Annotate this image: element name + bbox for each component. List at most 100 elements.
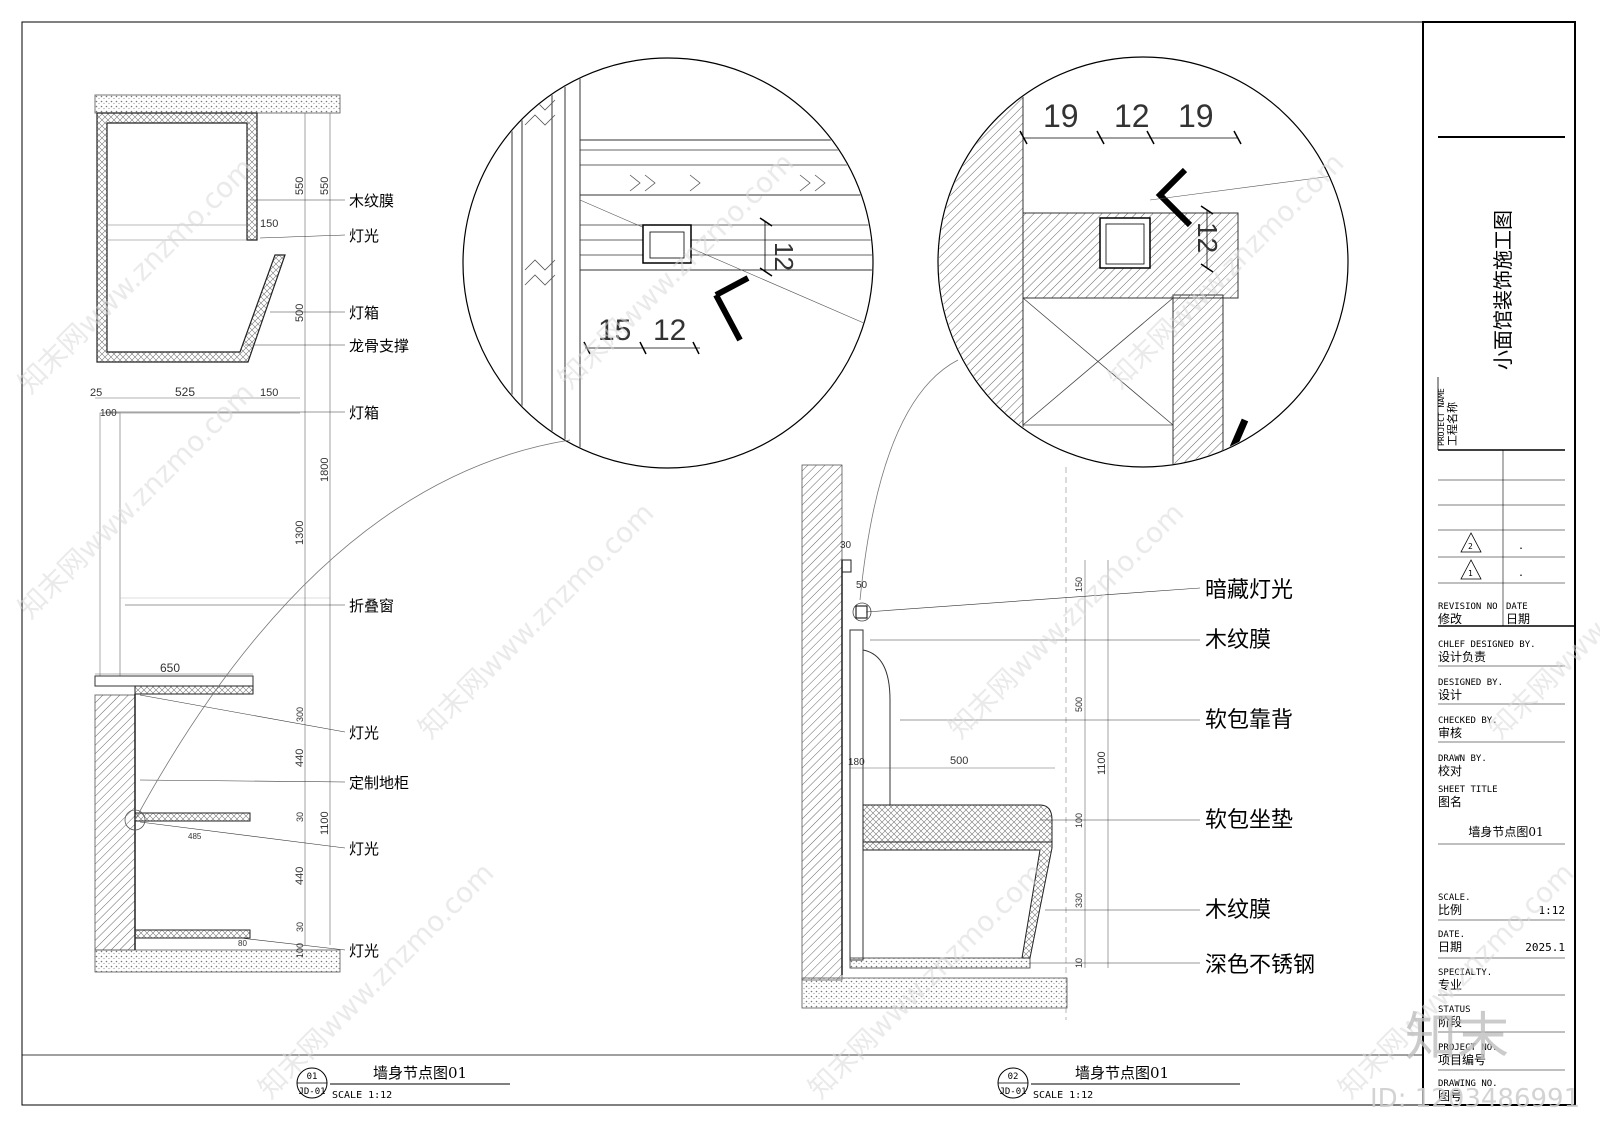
- svg-text:.: .: [1518, 541, 1524, 552]
- svg-text:100: 100: [100, 408, 117, 419]
- label-soft-cushion: 软包坐垫: [1205, 808, 1293, 833]
- svg-text:1100: 1100: [1096, 751, 1108, 775]
- drawing-no-cn: 图号: [1438, 1089, 1462, 1103]
- specialty-cn: 专业: [1438, 977, 1462, 992]
- label-custom-cabinet: 定制地柜: [349, 774, 409, 792]
- drawing-01-title: 01 JD-01 墙身节点图01 SCALE 1:12: [296, 1064, 510, 1101]
- scale-value: 1:12: [1539, 904, 1566, 917]
- svg-text:440: 440: [294, 867, 306, 885]
- drawing-02-section: [801, 464, 1201, 1020]
- scale-cn: 比例: [1438, 903, 1462, 917]
- svg-text:180: 180: [848, 757, 865, 768]
- svg-text:100: 100: [295, 943, 305, 958]
- svg-text:1: 1: [1468, 569, 1473, 578]
- chief-en: CHLEF DESIGNED BY.: [1438, 640, 1536, 650]
- drawing-title: 墙身节点图01: [373, 1064, 467, 1082]
- scale-en: SCALE.: [1438, 893, 1471, 903]
- svg-text:知末网www.znzmo.com: 知末网www.znzmo.com: [12, 376, 261, 625]
- drawing-code: JD-01: [298, 1087, 325, 1097]
- svg-text:150: 150: [260, 387, 278, 399]
- label-light-4: 灯光: [349, 942, 379, 960]
- svg-text:1800: 1800: [319, 458, 331, 482]
- drawing-scale: SCALE 1:12: [332, 1090, 392, 1101]
- svg-text:500: 500: [950, 755, 968, 767]
- svg-text:.: .: [1518, 568, 1524, 579]
- revision-triangle-icon: 2: [1460, 532, 1482, 553]
- label-keel-support: 龙骨支撑: [349, 337, 409, 355]
- svg-text:500: 500: [294, 304, 306, 322]
- date2-cn: 日期: [1438, 940, 1462, 954]
- label-hidden-light: 暗藏灯光: [1205, 578, 1293, 603]
- svg-text:440: 440: [294, 749, 306, 767]
- drawing-title: 墙身节点图01: [1075, 1064, 1169, 1082]
- drawing-01-dimensions: 550 550 500 1800 1300 300 440 30 1100 44…: [90, 177, 331, 958]
- label-lightbox: 灯箱: [349, 304, 379, 322]
- svg-text:485: 485: [188, 832, 202, 841]
- label-soft-backrest: 软包靠背: [1205, 708, 1293, 733]
- status-en: STATUS: [1438, 1005, 1471, 1015]
- designed-en: DESIGNED BY.: [1438, 678, 1503, 688]
- sheet-title-en: SHEET TITLE: [1438, 785, 1498, 795]
- svg-text:1300: 1300: [294, 521, 306, 545]
- checked-cn: 审核: [1438, 725, 1462, 740]
- watermark-id: ID: 1203486991: [1370, 1084, 1580, 1114]
- detail-circle-left: 15 12 12: [134, 57, 874, 821]
- svg-text:15: 15: [598, 314, 631, 347]
- svg-text:80: 80: [238, 939, 247, 948]
- svg-text:650: 650: [160, 661, 180, 675]
- svg-text:525: 525: [175, 385, 195, 399]
- drawn-en: DRAWN BY.: [1438, 754, 1487, 764]
- project-name-cn: 工程名称: [1445, 402, 1459, 446]
- designed-cn: 设计: [1438, 688, 1462, 702]
- svg-text:19: 19: [1178, 98, 1214, 134]
- drawing-02-dimensions: 30 50 150 500 1100 180 500 100 330 10: [840, 540, 1108, 968]
- drawing-01-labels: 木纹膜 灯光 灯箱 龙骨支撑 灯箱 折叠窗 灯光 定制地柜 灯光 灯光: [349, 192, 409, 960]
- svg-text:知末网www.znzmo.com: 知末网www.znzmo.com: [12, 151, 261, 400]
- svg-text:25: 25: [90, 387, 102, 399]
- project-name-en: PROJECT NAME: [1437, 388, 1446, 446]
- label-light-3: 灯光: [349, 840, 379, 858]
- checked-en: CHECKED BY.: [1438, 716, 1498, 726]
- svg-text:30: 30: [295, 922, 305, 932]
- svg-text:100: 100: [1074, 813, 1084, 828]
- drawing-scale: SCALE 1:12: [1033, 1090, 1093, 1101]
- svg-text:50: 50: [856, 580, 868, 591]
- project-title: 小面馆装饰施工图: [1491, 210, 1515, 370]
- revision-cn: 修改: [1438, 611, 1462, 626]
- svg-text:19: 19: [1043, 98, 1079, 134]
- drawing-number: 02: [1008, 1072, 1019, 1082]
- svg-text:30: 30: [840, 540, 852, 551]
- revision-triangle-icon: 1: [1460, 559, 1482, 580]
- svg-text:150: 150: [260, 218, 278, 230]
- watermark-brand: 知末: [1405, 1008, 1509, 1068]
- detail-circle-right: 19 12 19 12: [859, 56, 1349, 601]
- svg-text:330: 330: [1074, 893, 1084, 908]
- drawing-02-title: 02 JD-01 墙身节点图01 SCALE 1:12: [997, 1064, 1240, 1101]
- project-no-en: PROJECT NO.: [1438, 1043, 1498, 1053]
- svg-text:12: 12: [653, 314, 686, 347]
- drawing-no-en: DRAWING NO.: [1438, 1079, 1498, 1089]
- revision-en: REVISION NO: [1438, 602, 1498, 612]
- drawing-02-labels: 暗藏灯光 木纹膜 软包靠背 软包坐垫 木纹膜 深色不锈钢: [1205, 578, 1315, 978]
- date2-en: DATE.: [1438, 930, 1465, 940]
- label-wood-film-2: 木纹膜: [1205, 898, 1271, 923]
- svg-text:30: 30: [295, 812, 305, 822]
- label-wood-film: 木纹膜: [349, 192, 394, 210]
- project-no-cn: 项目编号: [1438, 1052, 1486, 1067]
- date2-value: 2025.1: [1525, 941, 1565, 954]
- svg-text:500: 500: [1074, 697, 1084, 712]
- drawing-code: JD-01: [999, 1087, 1026, 1097]
- svg-text:550: 550: [319, 177, 331, 195]
- drawing-number: 01: [307, 1072, 318, 1082]
- label-folding-window: 折叠窗: [349, 597, 394, 615]
- svg-text:知末网www.znzmo.com: 知末网www.znzmo.com: [412, 496, 661, 745]
- date-en: DATE: [1506, 602, 1528, 612]
- label-light-2: 灯光: [349, 724, 379, 742]
- title-block: 小面馆装饰施工图 PROJECT NAME 工程名称 2 1 . . REVIS…: [1422, 21, 1576, 1106]
- svg-text:550: 550: [294, 177, 306, 195]
- label-lightbox-2: 灯箱: [349, 404, 379, 422]
- date-cn: 日期: [1506, 612, 1530, 626]
- svg-text:1100: 1100: [319, 811, 331, 835]
- specialty-en: SPECIALTY.: [1438, 968, 1492, 978]
